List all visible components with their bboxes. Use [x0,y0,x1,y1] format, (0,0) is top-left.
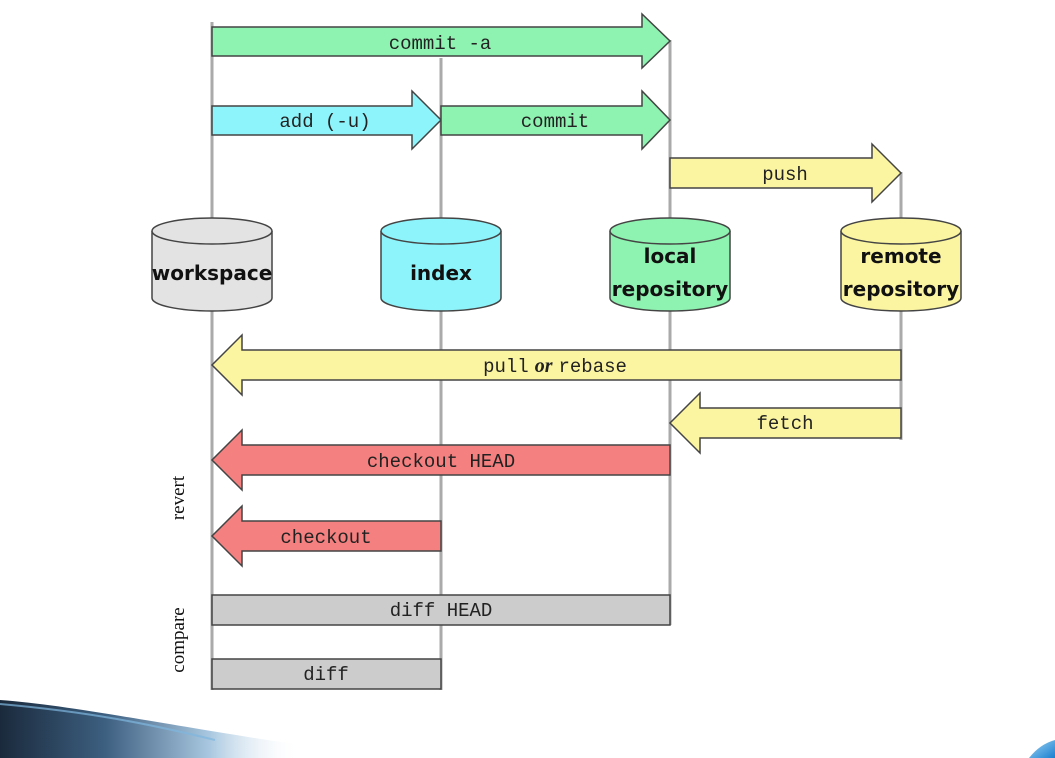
arrow-add: add (-u) [211,89,443,151]
slide-swoosh-highlight [0,703,216,741]
workspace-store: workspace [151,217,273,312]
arrow-commit-a: commit -a [211,12,672,70]
diff-head-label: diff HEAD [390,600,493,622]
diff-label: diff [303,664,349,686]
arrow-checkout: checkout [210,504,442,568]
arrow-push: push [669,142,903,204]
fetch-label: fetch [756,413,813,435]
slide-swoosh-decoration [0,700,300,758]
bar-diff-head: diff HEAD [211,594,671,626]
remote-repository-label-line2: repository [843,277,959,301]
add-label: add (-u) [279,111,370,133]
local-repository-label-line1: local [644,244,697,268]
workspace-label: workspace [152,261,273,285]
checkout-head-label: checkout HEAD [367,451,515,473]
remote-repository-label-line1: remote [860,244,941,268]
arrow-fetch: fetch [668,391,902,455]
index-label: index [410,261,472,285]
commit-a-label: commit -a [389,33,492,55]
arrow-commit: commit [440,89,672,151]
corner-accent-decoration [1029,740,1055,758]
bar-diff: diff [211,658,442,690]
pull-word: pull [483,356,529,378]
index-store: index [380,217,502,312]
local-repository-store: local repository [609,217,731,312]
remote-repository-store: remote repository [840,217,962,312]
or-word: or [535,355,553,377]
rebase-word: rebase [558,356,626,378]
push-label: push [762,164,808,186]
compare-section-label: compare [168,607,189,672]
revert-section-label: revert [168,475,189,520]
local-repository-label-line2: repository [612,277,728,301]
arrow-checkout-head: checkout HEAD [210,428,671,492]
commit-label: commit [521,111,589,133]
checkout-label: checkout [280,527,371,549]
